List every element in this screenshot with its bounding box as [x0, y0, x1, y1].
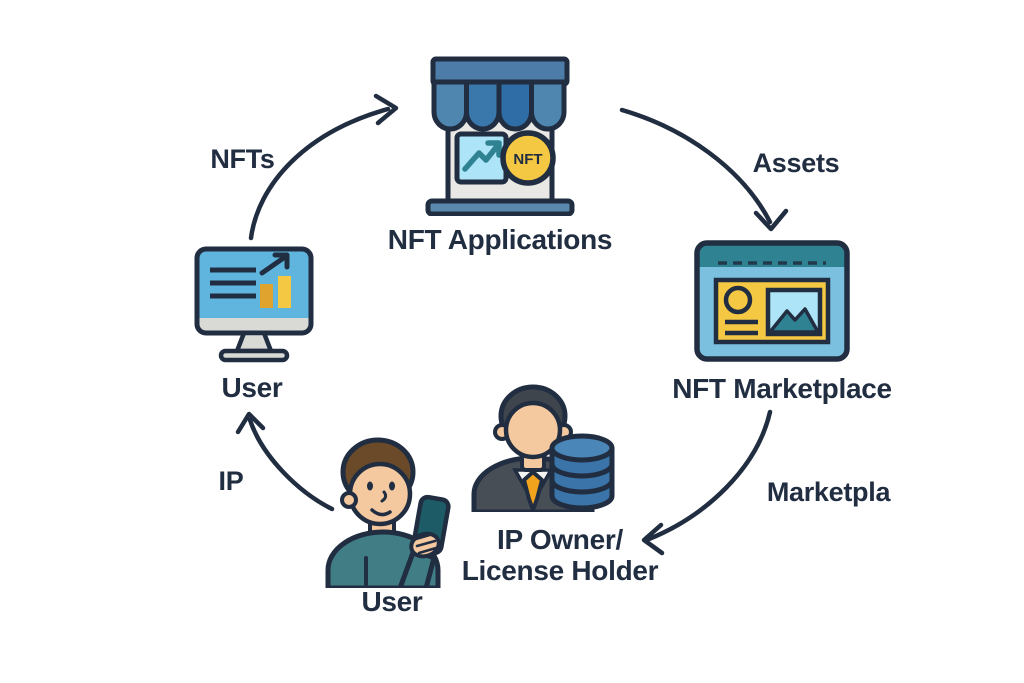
ip-owner-label-line2: License Holder: [461, 555, 659, 587]
nft-badge-text: NFT: [513, 151, 542, 168]
awning-icon: [431, 79, 567, 132]
face-icon: [503, 400, 563, 460]
bar-chart-icon: [260, 284, 273, 308]
edge-label-assets: Assets: [752, 148, 840, 178]
storefront-icon: NFT: [424, 56, 576, 216]
user-monitor-label: User: [221, 372, 283, 403]
arrow-ip-owner-to-user: [235, 411, 335, 512]
ip-owner-label-line1: IP Owner/: [497, 524, 623, 555]
hand-icon: [409, 531, 441, 559]
nft-applications-label: NFT Applications: [387, 224, 613, 255]
monitor-icon: [194, 246, 314, 372]
person-phone-icon: [320, 428, 468, 588]
arm-icon: [397, 547, 437, 588]
card-text-lines: [725, 319, 758, 336]
browser-window-icon: [694, 240, 850, 362]
edge-label-nfts: NFTs: [210, 144, 275, 174]
face-features: [367, 481, 395, 517]
nft-badge-icon: [500, 130, 556, 186]
arrow-applications-to-marketplace: [619, 107, 789, 232]
mountains-icon: [768, 307, 820, 334]
growth-arrow-icon: [259, 252, 290, 276]
user-phone-label: User: [361, 586, 423, 617]
text-lines-icon: [210, 267, 256, 299]
tie-icon: [522, 470, 544, 512]
nft-marketplace-label: NFT Marketplace: [672, 373, 892, 404]
database-icon: [549, 433, 615, 511]
businessman-database-icon: [458, 382, 624, 512]
avatar-circle-icon: [723, 285, 753, 315]
arrow-user-to-applications: [248, 93, 399, 241]
trend-arrow-icon: [462, 140, 502, 172]
edge-label-marketpla: Marketpla: [766, 477, 891, 507]
ip-owner-label: IP Owner/ License Holder: [435, 524, 685, 587]
edge-label-ip: IP: [218, 466, 244, 496]
arrow-marketplace-to-ip-owner: [641, 409, 773, 556]
